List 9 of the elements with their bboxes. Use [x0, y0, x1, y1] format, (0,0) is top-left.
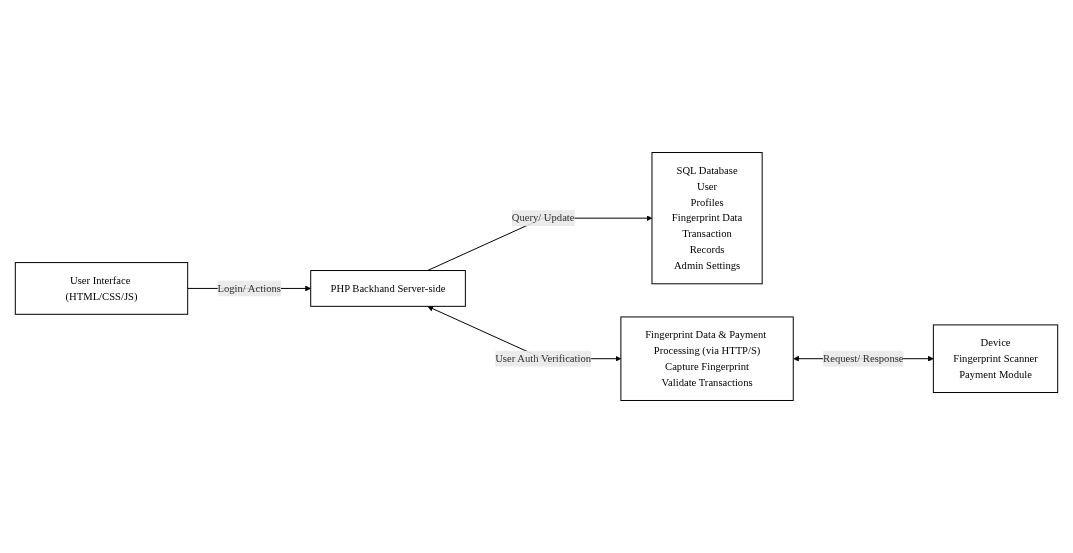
- node-box: Device Fingerprint Scanner Payment Module: [932, 324, 1059, 393]
- edge-label: User Auth Verification: [495, 352, 592, 365]
- edge-label: Query/ Update: [511, 212, 575, 224]
- node-box: PHP Backhand Server-side: [310, 270, 466, 307]
- edge-label: Login/ Actions: [217, 282, 281, 294]
- node-box: Fingerprint Data & Payment Processing (via HTTP/S) Capture Fingerprint Validate Transactions: [620, 316, 794, 401]
- edge-label: Request/ Response: [823, 352, 904, 365]
- node-box: SQL Database User Profiles Fingerprint Data Transaction Records Admin Settings: [651, 152, 763, 285]
- node-box: User Interface (HTML/CSS/JS): [14, 262, 189, 315]
